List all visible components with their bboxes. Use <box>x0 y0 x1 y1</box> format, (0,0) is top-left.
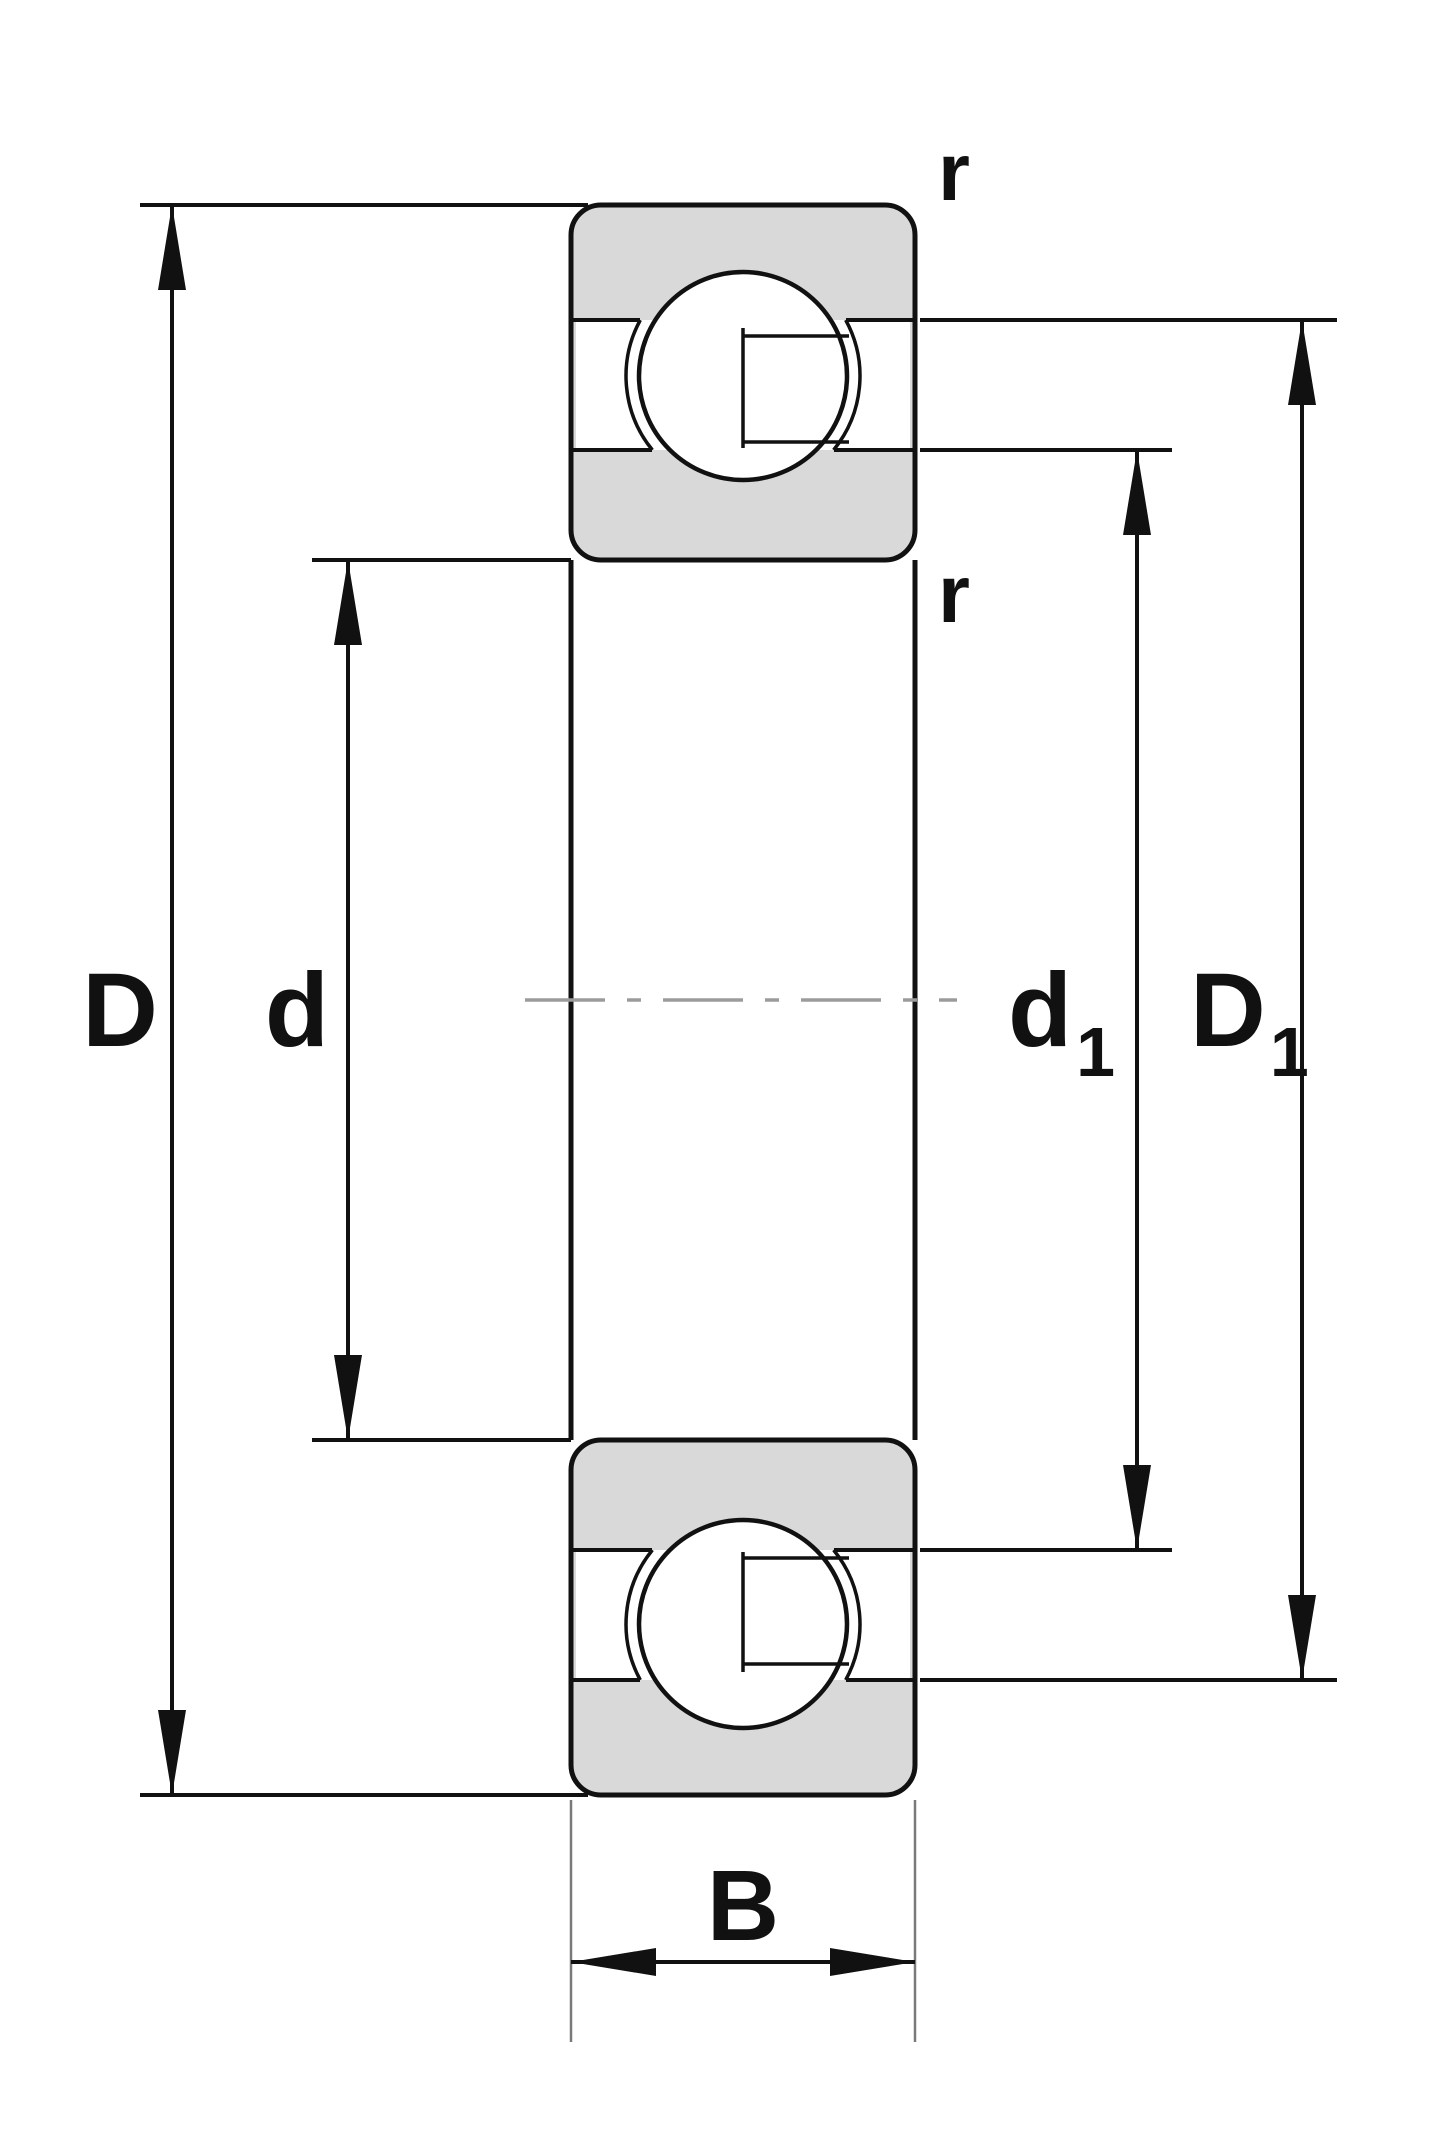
arrow-down-icon <box>1123 1465 1151 1550</box>
dimension-D: D <box>82 203 588 1797</box>
label-bore-diameter: d <box>265 952 329 1069</box>
arrow-up-icon <box>1123 450 1151 535</box>
extension-lines-D <box>140 203 588 1797</box>
ring-section-bottom <box>568 1437 918 1798</box>
arrow-down-icon <box>334 1355 362 1440</box>
dimension-B: B <box>569 1800 917 2042</box>
ball-shoulder-detail-bottom <box>741 1552 849 1672</box>
bearing-cross-section <box>525 202 957 1798</box>
extension-lines-d1 <box>920 448 1172 1552</box>
groove-arc-top-right <box>832 319 862 452</box>
arrow-left-icon <box>571 1948 656 1976</box>
arrow-up-icon <box>158 205 186 290</box>
label-corner-radius-outer: r <box>938 127 970 218</box>
label-outer-diameter: D <box>82 952 158 1069</box>
ball-shoulder-detail-top <box>741 328 849 448</box>
arrow-down-icon <box>158 1710 186 1795</box>
label-width: B <box>707 1850 779 1962</box>
label-inner-shoulder-diameter: d1 <box>1008 952 1115 1091</box>
label-D1-base: D <box>1190 952 1266 1069</box>
dimension-d1: d1 <box>920 448 1172 1552</box>
arrow-up-icon <box>1288 320 1316 405</box>
groove-arc-bottom-right <box>832 1548 862 1681</box>
label-D1-subscript: 1 <box>1270 1013 1309 1091</box>
extension-lines-D1 <box>920 318 1337 1682</box>
extension-lines-d <box>312 558 571 1442</box>
dimension-D1: D1 <box>920 318 1337 1682</box>
label-outer-shoulder-diameter: D1 <box>1190 952 1309 1091</box>
groove-arc-bottom-left <box>624 1548 654 1681</box>
arrow-down-icon <box>1288 1595 1316 1680</box>
extension-lines-B <box>569 1800 917 2042</box>
ring-section-top <box>568 202 918 563</box>
label-corner-radius-inner: r <box>938 549 970 640</box>
label-d1-subscript: 1 <box>1076 1013 1115 1091</box>
arrow-up-icon <box>334 560 362 645</box>
label-d1-base: d <box>1008 952 1072 1069</box>
arrow-right-icon <box>830 1948 915 1976</box>
dimension-d: d <box>265 558 571 1442</box>
groove-arc-top-left <box>624 319 654 452</box>
